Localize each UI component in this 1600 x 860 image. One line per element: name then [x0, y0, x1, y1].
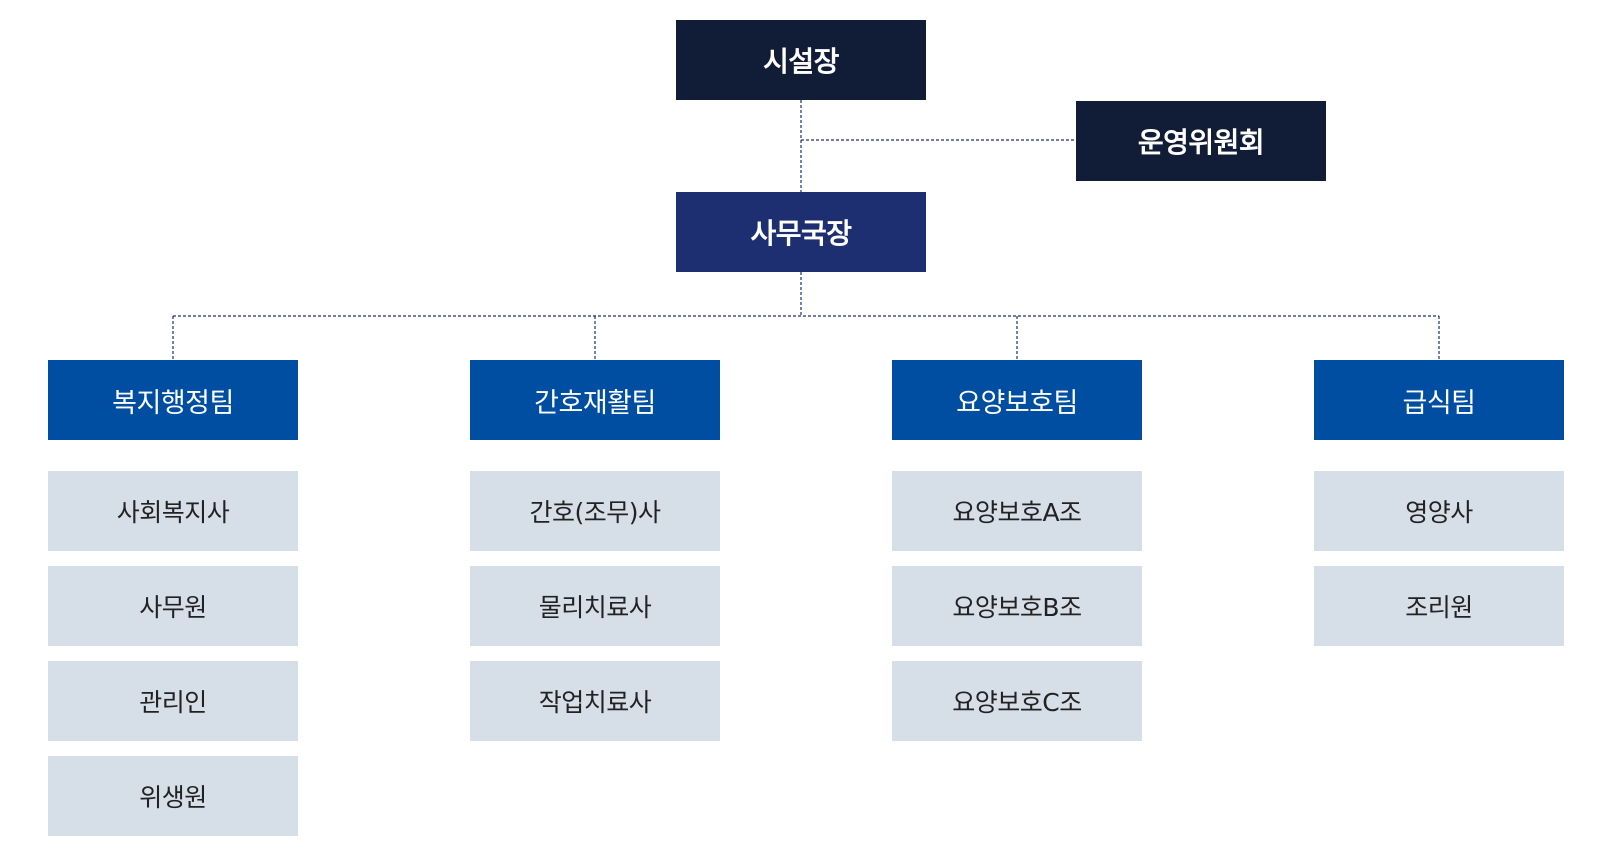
role-label: 사회복지사 — [116, 498, 230, 527]
team-label: 요양보호팀 — [956, 387, 1078, 419]
role-box: 영양사 — [1314, 471, 1564, 551]
role-label: 요양보호B조 — [952, 593, 1082, 622]
committee-label: 운영위원회 — [1137, 126, 1265, 159]
role-label: 관리인 — [139, 688, 207, 717]
role-label: 조리원 — [1405, 593, 1473, 622]
role-label: 물리치료사 — [538, 593, 652, 622]
director-box: 시설장 — [676, 20, 926, 100]
secretary-general-box: 사무국장 — [676, 192, 926, 272]
role-box: 요양보호A조 — [892, 471, 1142, 551]
committee-box: 운영위원회 — [1076, 101, 1326, 181]
director-label: 시설장 — [763, 45, 839, 78]
role-box: 사회복지사 — [48, 471, 298, 551]
role-box: 관리인 — [48, 661, 298, 741]
role-label: 위생원 — [139, 783, 207, 812]
role-label: 사무원 — [139, 593, 207, 622]
team-box-food-service: 급식팀 — [1314, 360, 1564, 440]
role-box: 사무원 — [48, 566, 298, 646]
team-label: 급식팀 — [1402, 387, 1476, 419]
role-box: 작업치료사 — [470, 661, 720, 741]
role-label: 작업치료사 — [538, 688, 652, 717]
role-label: 간호(조무)사 — [529, 498, 661, 527]
role-label: 요양보호A조 — [952, 498, 1082, 527]
role-label: 요양보호C조 — [952, 688, 1082, 717]
secretary-general-label: 사무국장 — [750, 217, 852, 250]
role-box: 위생원 — [48, 756, 298, 836]
role-box: 요양보호B조 — [892, 566, 1142, 646]
team-box-welfare-admin: 복지행정팀 — [48, 360, 298, 440]
role-box: 요양보호C조 — [892, 661, 1142, 741]
role-box: 물리치료사 — [470, 566, 720, 646]
team-label: 간호재활팀 — [534, 387, 656, 419]
role-box: 조리원 — [1314, 566, 1564, 646]
team-label: 복지행정팀 — [112, 387, 234, 419]
role-box: 간호(조무)사 — [470, 471, 720, 551]
team-box-nursing-rehab: 간호재활팀 — [470, 360, 720, 440]
team-box-care: 요양보호팀 — [892, 360, 1142, 440]
role-label: 영양사 — [1405, 498, 1473, 527]
